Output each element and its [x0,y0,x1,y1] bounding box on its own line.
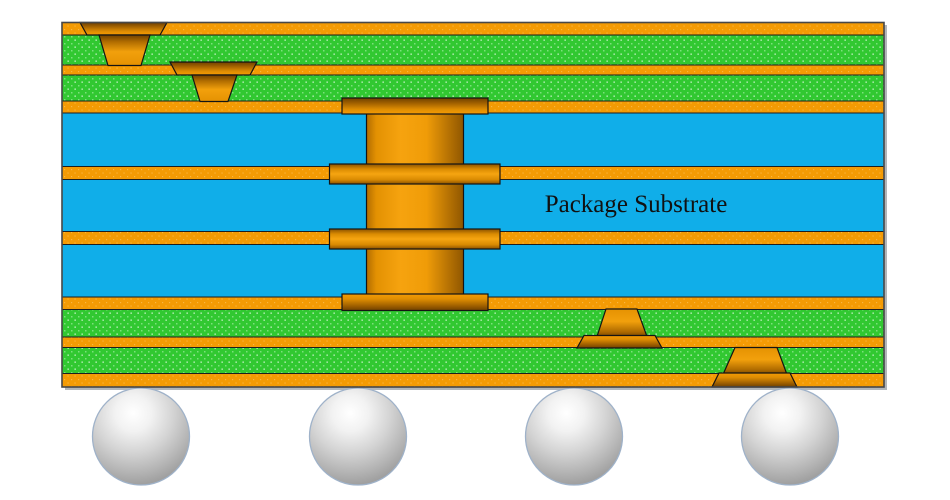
microvia-pad-top-2 [168,61,259,76]
solder-ball-1 [91,387,191,486]
via-pad-middle-1 [328,163,501,185]
via-barrel [365,99,465,303]
microvia-top-2 [191,74,238,103]
solder-ball-3 [524,387,624,486]
microvia-pad-top-1 [78,21,169,36]
microvia-pad-bottom-2 [711,372,798,388]
microvia-top-1 [98,34,151,67]
layer-buildup-1 [61,34,885,66]
layer-core-1 [61,112,885,167]
board-outline [61,21,885,388]
top-microvias [78,21,259,103]
solder-ball-4 [740,387,840,486]
solder-balls [91,387,840,486]
layer-core-2 [61,179,885,232]
via-pad-bottom [341,293,489,312]
layer-buildup-3 [61,309,885,338]
bottom-microvias [575,308,798,388]
layer-stack [61,22,885,388]
microvia-bottom-2 [722,346,788,376]
microvia-pad-bottom-1 [575,334,664,349]
solder-ball-2 [308,387,408,486]
layer-copper-7 [61,336,885,348]
via-pad-top [341,97,489,115]
via-pad-middle-2 [328,228,501,250]
layer-buildup-2 [61,74,885,102]
stacked-core-via [328,97,501,312]
layer-copper-top [61,22,885,36]
layer-core-3 [61,244,885,298]
substrate-label: Package Substrate [545,191,728,218]
